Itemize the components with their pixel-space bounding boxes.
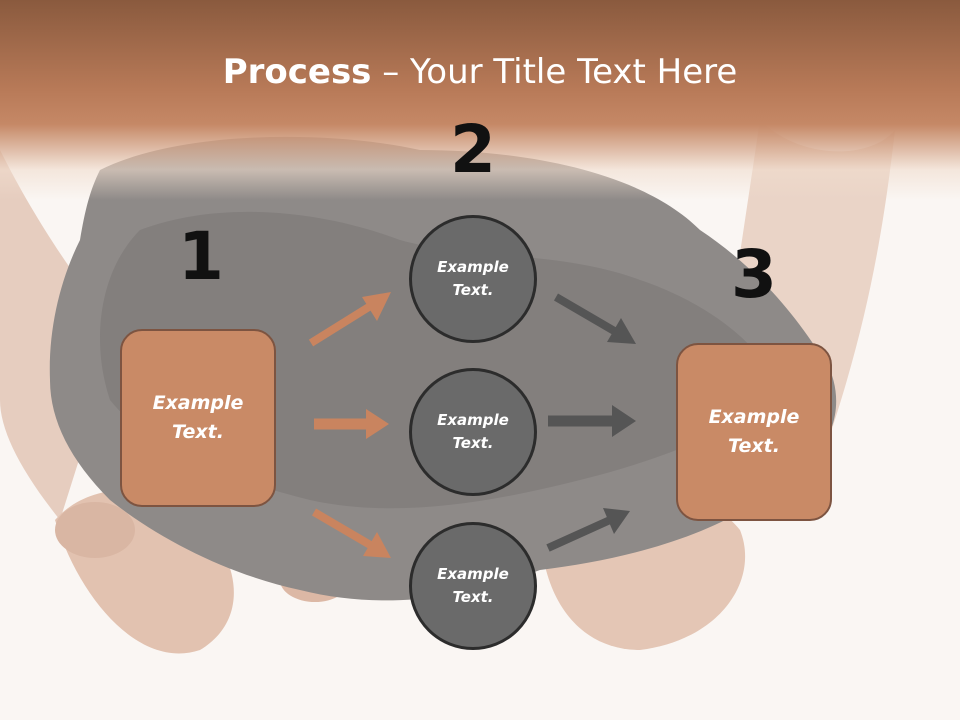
arrow-left-to-top <box>308 292 391 347</box>
title-rest: – Your Title Text Here <box>371 52 738 92</box>
step-3-box-line1: Example <box>708 406 800 428</box>
circle-bottom-line1: Example <box>437 565 509 583</box>
step-number-2: 2 <box>450 111 496 188</box>
circle-top-line2: Text. <box>452 281 494 299</box>
arrow-middle-to-right <box>548 405 636 437</box>
title-strong: Process <box>222 52 372 92</box>
circle-top: Example Text. <box>409 215 537 343</box>
arrow-top-to-right <box>553 293 636 344</box>
circle-middle-line2: Text. <box>452 434 494 452</box>
circle-middle: Example Text. <box>409 368 537 496</box>
step-number-3: 3 <box>731 236 777 313</box>
arrow-left-to-bottom <box>311 508 391 558</box>
step-3-box: Example Text. <box>676 343 832 521</box>
step-1-box-line1: Example <box>152 392 244 414</box>
step-number-1: 1 <box>178 218 224 295</box>
circle-bottom-line2: Text. <box>452 588 494 606</box>
arrow-left-to-middle <box>314 409 389 439</box>
step-3-box-line2: Text. <box>728 435 780 457</box>
circle-bottom: Example Text. <box>409 522 537 650</box>
title-band <box>0 0 960 200</box>
arrow-bottom-to-right <box>546 508 630 552</box>
step-1-box-line2: Text. <box>172 421 224 443</box>
circle-middle-line1: Example <box>437 411 509 429</box>
slide-title: Process – Your Title Text Here <box>0 52 960 92</box>
step-1-box: Example Text. <box>120 329 276 507</box>
circle-top-line1: Example <box>437 258 509 276</box>
